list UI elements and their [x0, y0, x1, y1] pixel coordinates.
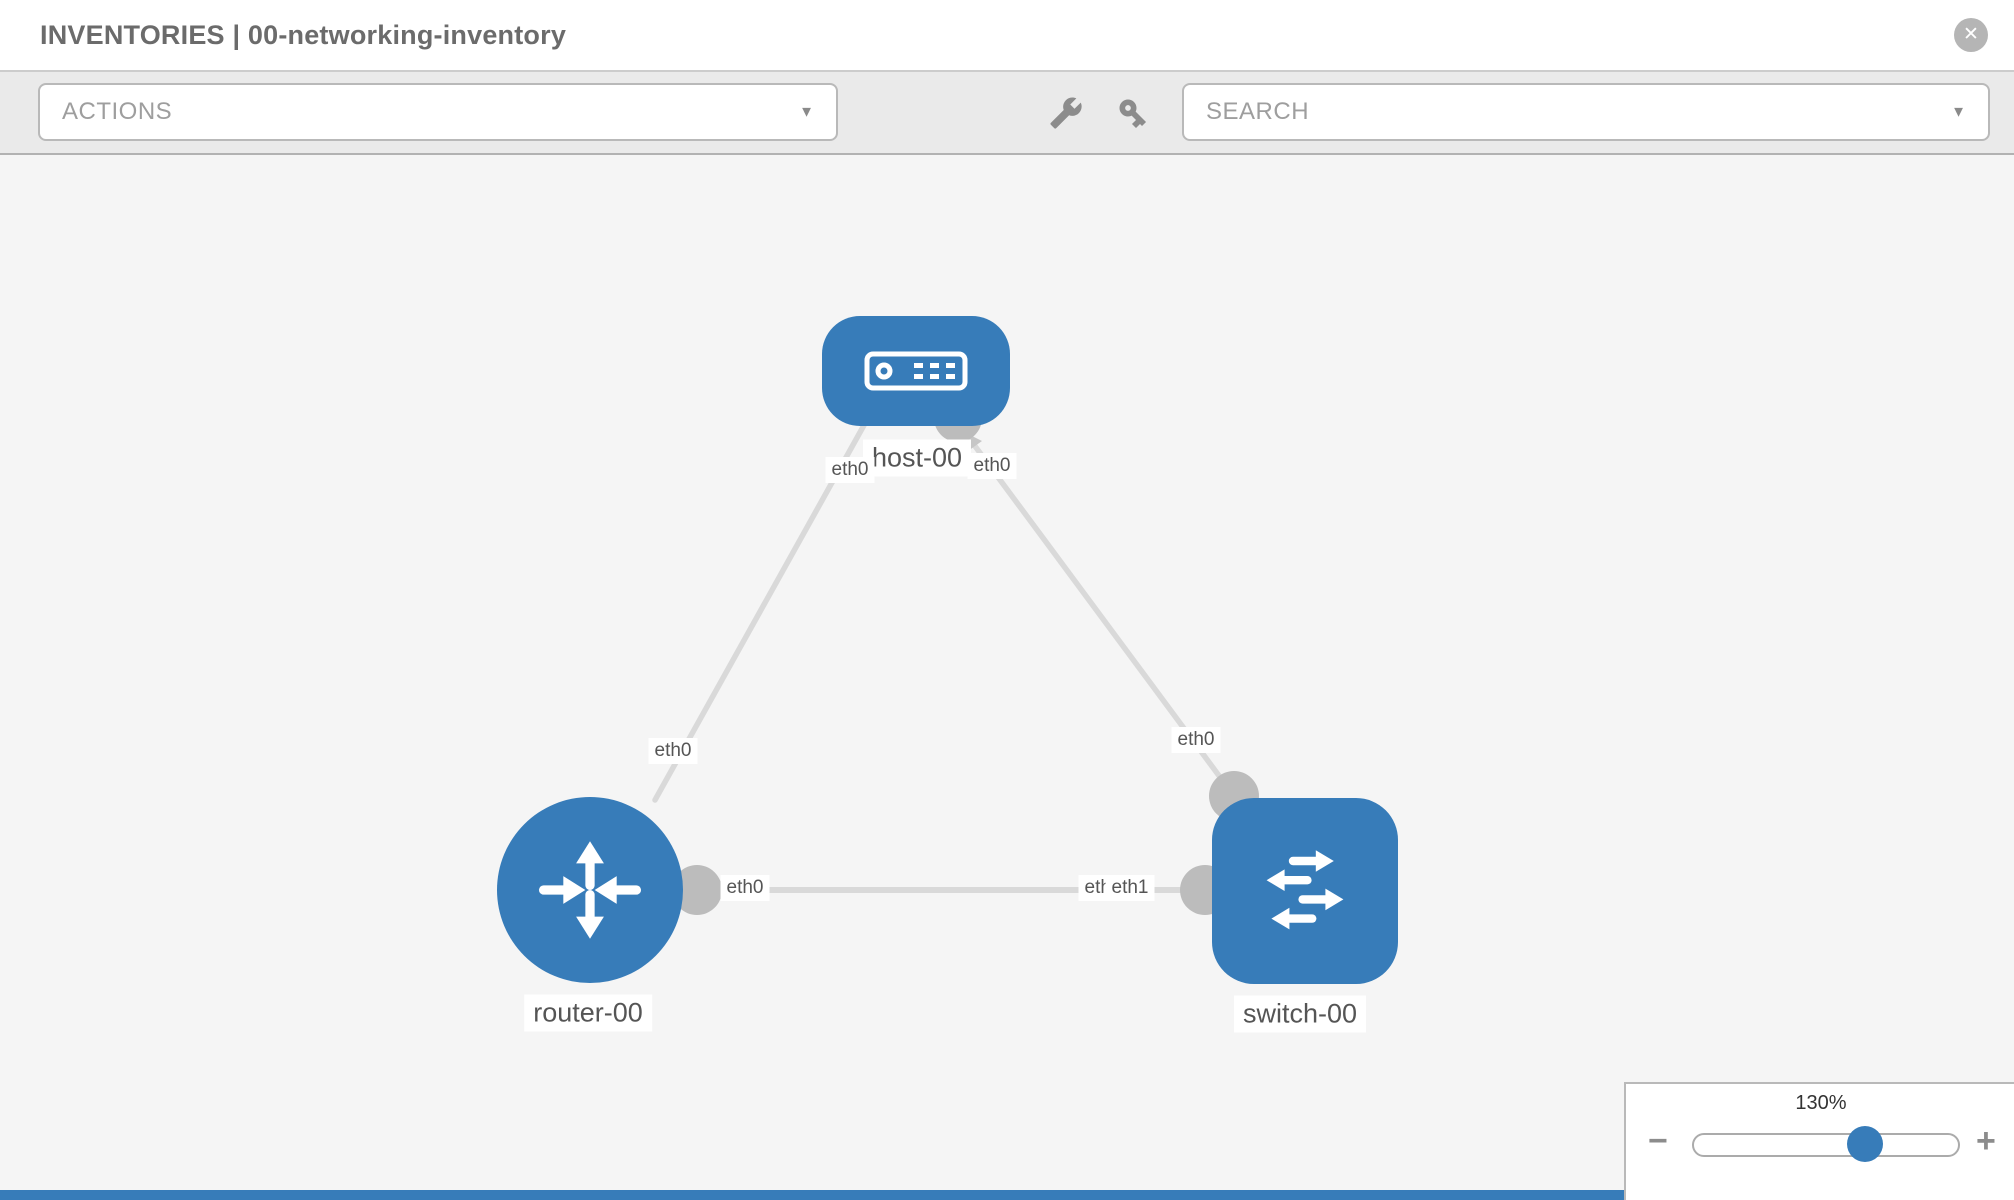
zoom-in-button[interactable]: + — [1976, 1122, 1996, 1161]
zoom-level: 130% — [1795, 1092, 1847, 1114]
interface-label-host-eth0-left: eth0 — [825, 457, 875, 483]
zoom-slider-thumb[interactable] — [1847, 1126, 1883, 1162]
bottom-accent-bar — [0, 1190, 1624, 1200]
close-icon: ✕ — [1963, 24, 1979, 45]
key-button[interactable] — [1116, 96, 1150, 130]
node-router-00[interactable] — [497, 797, 683, 983]
zoom-panel: 130% − + — [1624, 1082, 2014, 1200]
link-layer — [652, 394, 1259, 915]
interface-label-router-eth0-right: eth0 — [720, 875, 770, 901]
header: INVENTORIES | 00-networking-inventory ✕ — [0, 0, 2014, 72]
node-host-00[interactable] — [822, 316, 1010, 426]
node-label-switch: switch-00 — [1233, 995, 1367, 1033]
plus-icon: + — [1976, 1122, 1996, 1160]
actions-dropdown-label: ACTIONS — [62, 98, 173, 125]
node-label-host: host-00 — [862, 439, 972, 477]
interface-label-switch-eth1: eth1 — [1105, 875, 1155, 901]
interface-dot-router-eth0[interactable] — [672, 865, 722, 915]
router-icon — [538, 841, 642, 939]
search-dropdown[interactable]: SEARCH ▼ — [1182, 83, 1990, 141]
node-switch-00[interactable] — [1212, 798, 1398, 984]
close-button[interactable]: ✕ — [1954, 18, 1988, 52]
toolbar: ACTIONS ▼ SEARCH ▼ — [0, 72, 2014, 155]
minus-icon: − — [1648, 1122, 1668, 1160]
page-title: INVENTORIES | 00-networking-inventory — [40, 20, 567, 50]
chevron-down-icon: ▼ — [799, 103, 814, 121]
topology-canvas[interactable]: host-00 router-00 switch-00 eth0 eth0 et… — [0, 155, 2014, 1200]
interface-label-host-eth0-right: eth0 — [967, 453, 1017, 479]
zoom-slider-track[interactable] — [1692, 1133, 1960, 1157]
actions-dropdown[interactable]: ACTIONS ▼ — [38, 83, 838, 141]
switch-icon — [1266, 850, 1344, 930]
interface-label-switch-eth0-top: eth0 — [1171, 727, 1221, 753]
zoom-out-button[interactable]: − — [1648, 1122, 1668, 1161]
interface-label-router-eth0-top: eth0 — [648, 738, 698, 764]
chevron-down-icon: ▼ — [1951, 103, 1966, 121]
host-icon — [864, 351, 968, 391]
wrench-button[interactable] — [1049, 96, 1083, 130]
key-icon — [1119, 99, 1147, 129]
wrench-icon — [1050, 97, 1082, 129]
node-label-router: router-00 — [524, 994, 652, 1032]
search-dropdown-label: SEARCH — [1206, 98, 1310, 125]
